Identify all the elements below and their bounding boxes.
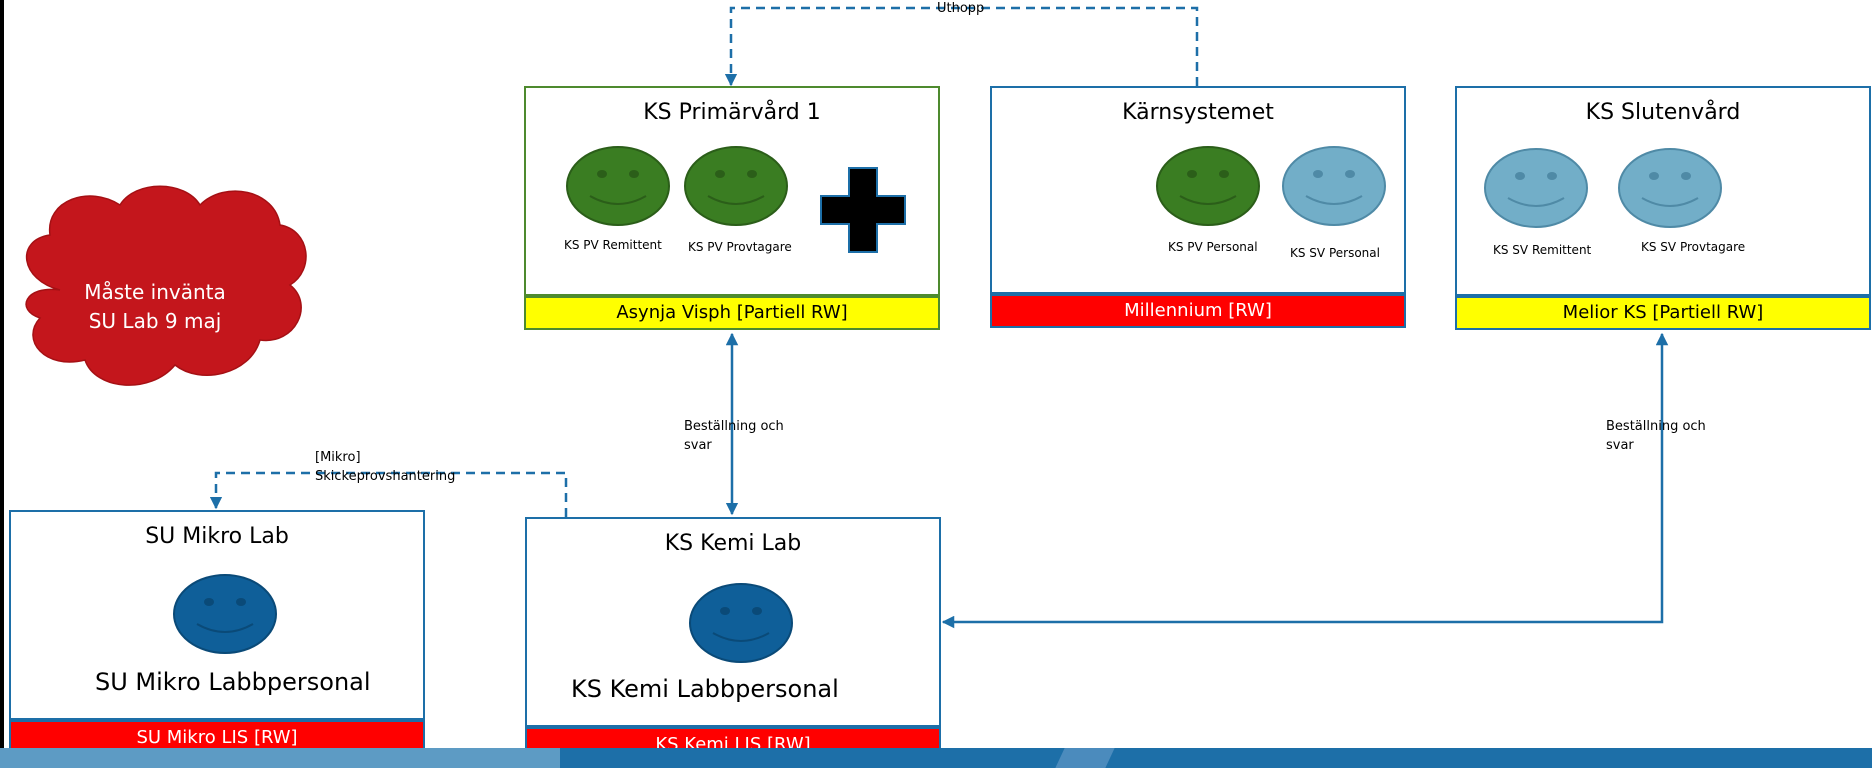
ks-slutenvard-title: KS Slutenvård (1585, 100, 1741, 125)
cloud-note-line2: SU Lab 9 maj (88, 309, 222, 333)
karnsystemet-title: Kärnsystemet (1122, 100, 1274, 125)
smiley-icon (684, 146, 788, 226)
left-border (0, 0, 4, 768)
smiley-icon (173, 574, 277, 654)
actor-label: KS SV Personal (1290, 246, 1380, 260)
actor-label: KS PV Remittent (564, 238, 662, 252)
su-mikro-lab-title: SU Mikro Lab (145, 524, 289, 549)
mikro-label-line2: Skickeprovshantering (315, 469, 456, 484)
actor-label: KS PV Personal (1168, 240, 1258, 254)
mikro-connector-label: [Mikro] Skickeprovshantering (315, 448, 455, 486)
order-pv-label-line2: svar (684, 438, 712, 453)
asynja-system-bar: Asynja Visph [Partiell RW] (524, 296, 940, 330)
order-sv-label-line2: svar (1606, 438, 1634, 453)
order-sv-label: Beställning och svar (1606, 417, 1706, 455)
order-sv-connector (941, 332, 1669, 629)
smiley-icon (689, 583, 793, 663)
mikro-label-line1: [Mikro] (315, 450, 361, 465)
order-pv-label: Beställning och svar (684, 417, 784, 455)
mikro-connector (209, 471, 568, 517)
smiley-icon (566, 146, 670, 226)
ks-kemi-person-label: KS Kemi Labbpersonal (571, 675, 839, 703)
karnsystemet-box: Kärnsystemet KS PV Personal KS SV Person… (990, 86, 1406, 294)
order-pv-label-line1: Beställning och (684, 419, 784, 434)
su-mikro-person-label: SU Mikro Labbpersonal (95, 668, 371, 696)
actor-label: KS SV Remittent (1493, 243, 1592, 257)
su-mikro-lab-box: SU Mikro Lab SU Mikro Labbpersonal (9, 510, 425, 720)
ks-primarvard-title: KS Primärvård 1 (643, 100, 821, 125)
cloud-note-line1: Måste invänta (84, 280, 226, 304)
cross-icon (820, 167, 906, 253)
footer-band-accent (1055, 748, 1115, 768)
ks-kemi-lab-title: KS Kemi Lab (664, 531, 802, 556)
millennium-system-bar: Millennium [RW] (990, 294, 1406, 328)
uthopp-label: Uthopp (937, 1, 985, 16)
order-sv-label-line1: Beställning och (1606, 419, 1706, 434)
actor-label: KS PV Provtagare (688, 240, 792, 254)
actor-label: KS SV Provtagare (1641, 240, 1746, 254)
melior-system-bar: Melior KS [Partiell RW] (1455, 296, 1871, 330)
uthopp-connector (724, 6, 1199, 87)
smiley-icon (1484, 148, 1588, 228)
smiley-icon (1156, 146, 1260, 226)
ks-primarvard-box: KS Primärvård 1 KS PV Remittent KS PV Pr… (524, 86, 940, 296)
smiley-icon (1618, 148, 1722, 228)
footer-band-light (0, 748, 560, 768)
cloud-shape (25, 185, 307, 386)
ks-kemi-lab-box: KS Kemi Lab KS Kemi Labbpersonal (525, 517, 941, 727)
ks-slutenvard-box: KS Slutenvård KS SV Remittent KS SV Prov… (1455, 86, 1871, 296)
smiley-icon (1282, 146, 1386, 226)
cloud-note: Måste invänta SU Lab 9 maj (30, 278, 280, 336)
footer-band (0, 748, 1872, 768)
